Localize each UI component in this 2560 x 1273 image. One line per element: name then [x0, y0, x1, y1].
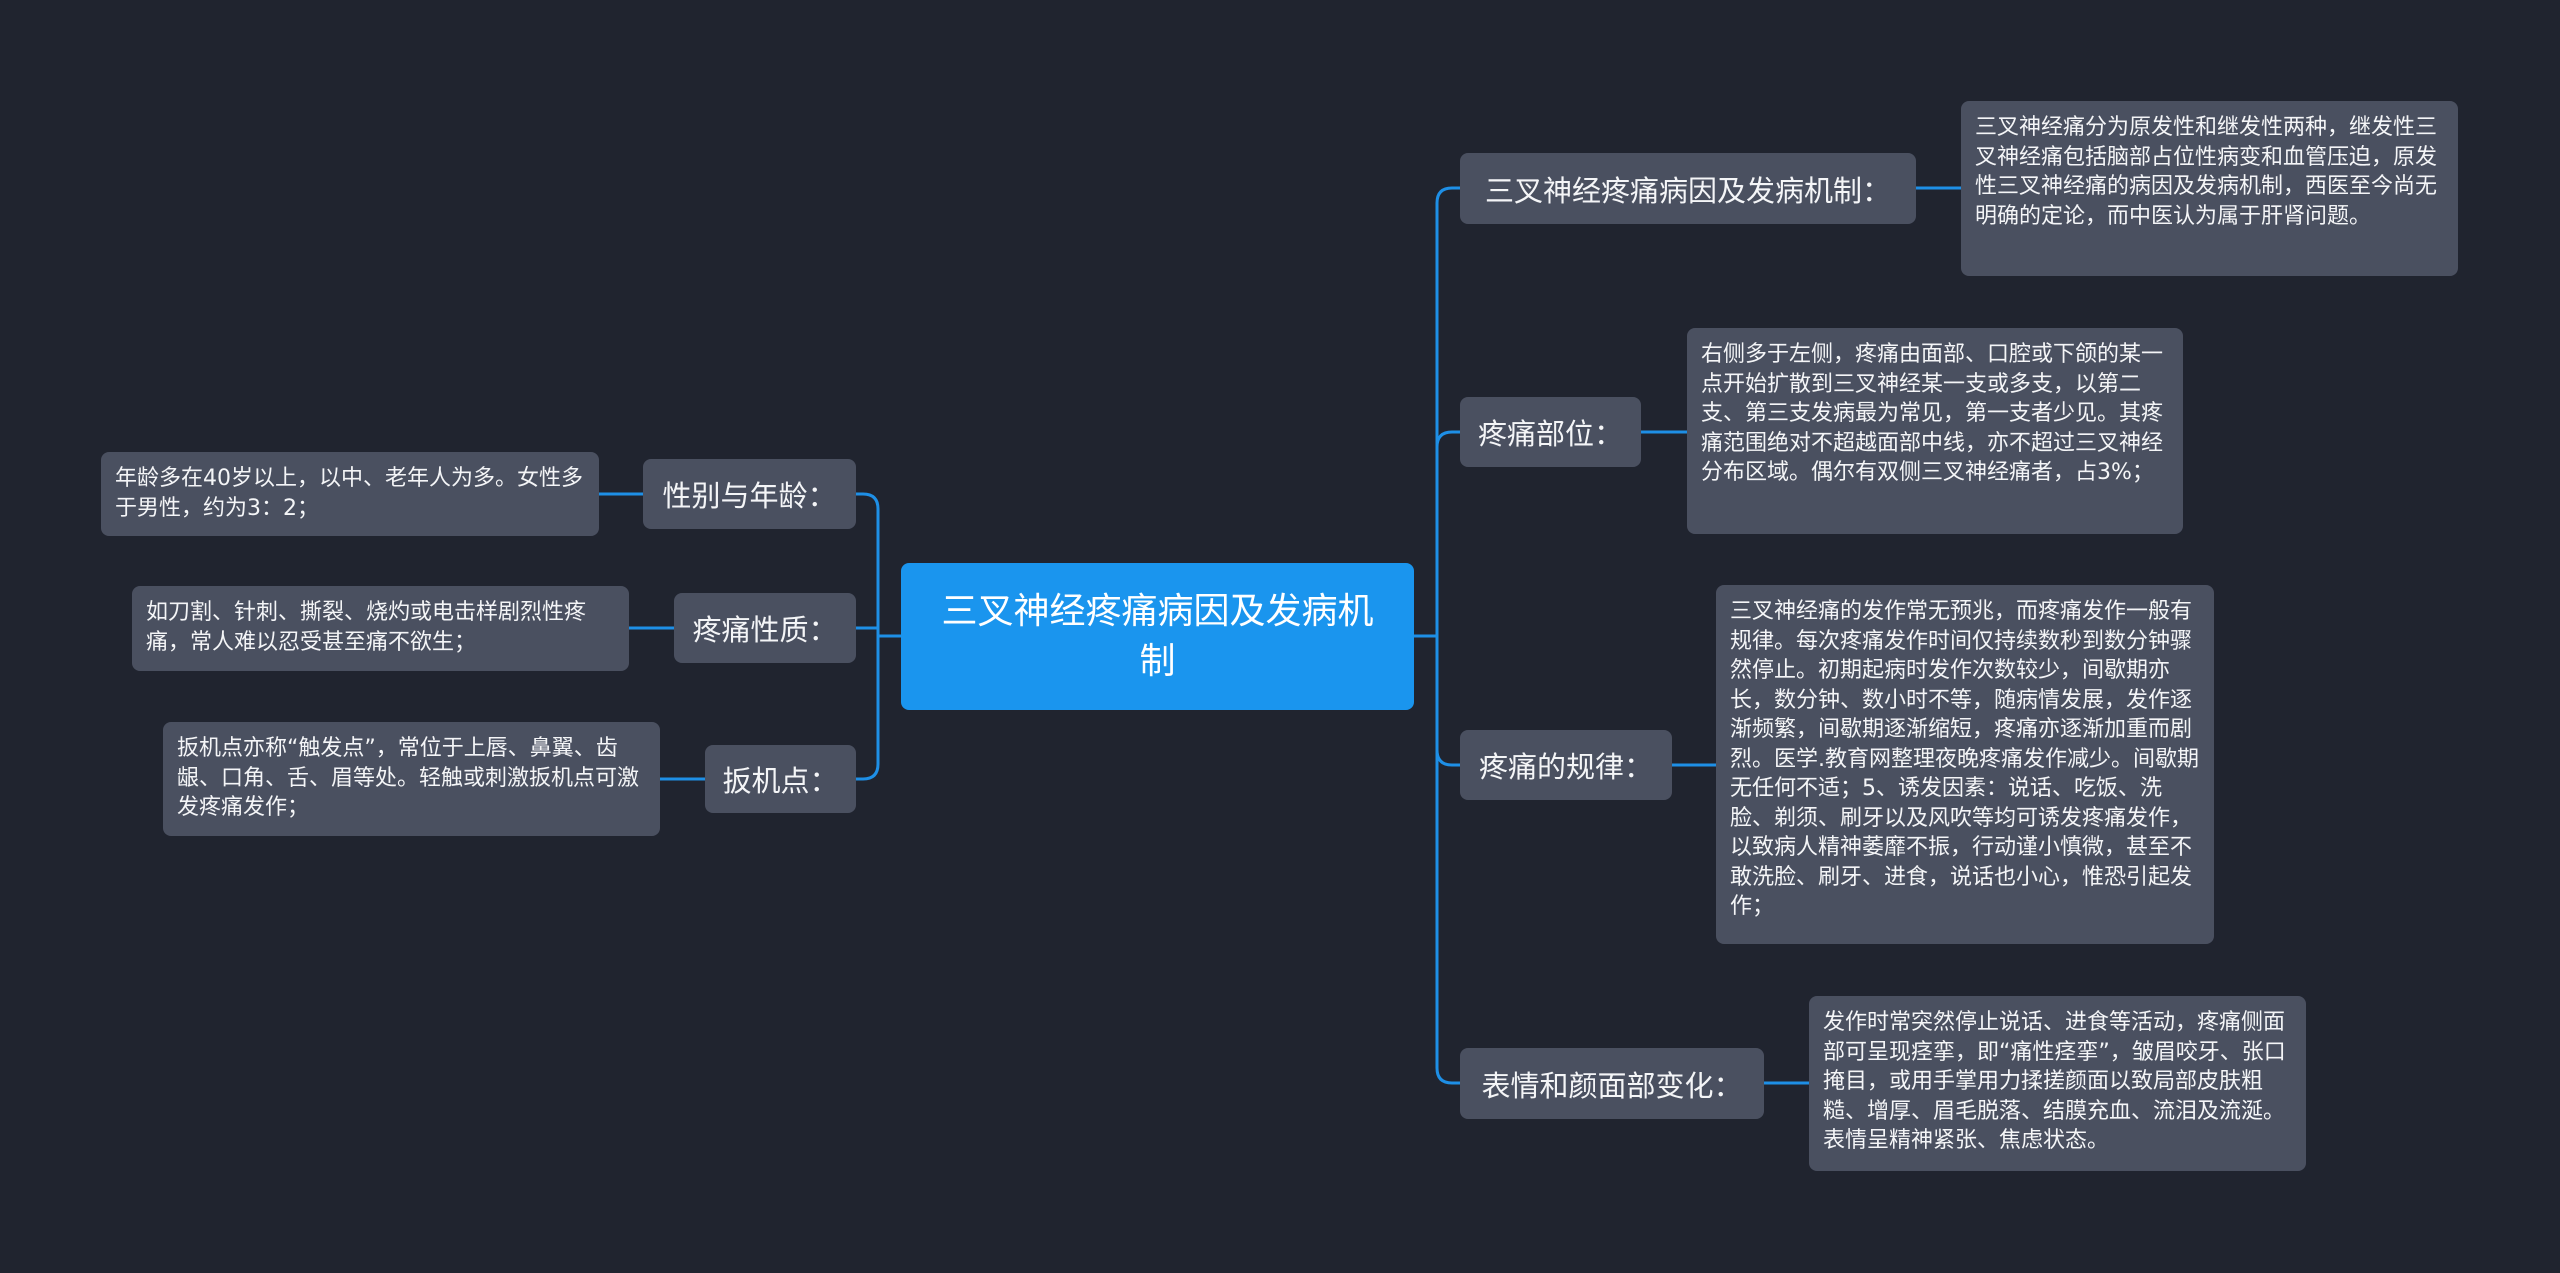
branch-pain-pattern[interactable]: 疼痛的规律：	[1460, 730, 1672, 800]
detail-pain-pattern[interactable]: 三叉神经痛的发作常无预兆，而疼痛发作一般有规律。每次疼痛发作时间仅持续数秒到数分…	[1716, 585, 2214, 944]
branch-label: 表情和颜面部变化：	[1481, 1068, 1743, 1103]
detail-pain-location[interactable]: 右侧多于左侧，疼痛由面部、口腔或下颌的某一点开始扩散到三叉神经某一支或多支，以第…	[1687, 328, 2183, 534]
detail-text: 右侧多于左侧，疼痛由面部、口腔或下颌的某一点开始扩散到三叉神经某一支或多支，以第…	[1701, 342, 2164, 485]
branch-pain-nature[interactable]: 疼痛性质：	[674, 593, 856, 663]
branch-facial-changes[interactable]: 表情和颜面部变化：	[1460, 1048, 1764, 1119]
connector-left-1	[856, 492, 880, 636]
branch-etiology[interactable]: 三叉神经疼痛病因及发病机制：	[1460, 153, 1916, 224]
connector-right-3	[1435, 636, 1460, 767]
branch-gender-age[interactable]: 性别与年龄：	[643, 459, 856, 529]
connector-right-2	[1435, 430, 1460, 636]
branch-label: 疼痛性质：	[692, 613, 838, 647]
detail-etiology[interactable]: 三叉神经痛分为原发性和继发性两种，继发性三叉神经痛包括脑部占位性病变和血管压迫，…	[1961, 101, 2458, 276]
connector-left-3	[856, 636, 880, 781]
detail-gender-age[interactable]: 年龄多在40岁以上，以中、老年人为多。女性多于男性，约为3：2；	[101, 452, 599, 536]
detail-text: 三叉神经痛的发作常无预兆，而疼痛发作一般有规律。每次疼痛发作时间仅持续数秒到数分…	[1730, 599, 2199, 919]
detail-trigger-point[interactable]: 扳机点亦称“触发点”，常位于上唇、鼻翼、齿龈、口角、舌、眉等处。轻触或刺激扳机点…	[163, 722, 660, 836]
branch-label: 三叉神经疼痛病因及发病机制：	[1484, 173, 1891, 208]
branch-label: 性别与年龄：	[662, 479, 837, 513]
detail-text: 年龄多在40岁以上，以中、老年人为多。女性多于男性，约为3：2；	[115, 466, 583, 521]
connector-right-4	[1435, 636, 1460, 1085]
detail-text: 扳机点亦称“触发点”，常位于上唇、鼻翼、齿龈、口角、舌、眉等处。轻触或刺激扳机点…	[177, 736, 640, 820]
branch-label: 疼痛的规律：	[1478, 750, 1653, 784]
root-node[interactable]: 三叉神经疼痛病因及发病机制	[901, 563, 1414, 710]
branch-label: 扳机点：	[722, 764, 839, 798]
connector-right-1	[1435, 186, 1460, 636]
detail-facial-changes[interactable]: 发作时常突然停止说话、进食等活动，疼痛侧面部可呈现痉挛，即“痛性痉挛”，皱眉咬牙…	[1809, 996, 2306, 1171]
detail-text: 发作时常突然停止说话、进食等活动，疼痛侧面部可呈现痉挛，即“痛性痉挛”，皱眉咬牙…	[1823, 1010, 2286, 1153]
branch-pain-location[interactable]: 疼痛部位：	[1460, 397, 1641, 467]
root-label: 三叉神经疼痛病因及发病机制	[941, 590, 1374, 682]
branch-trigger-point[interactable]: 扳机点：	[705, 745, 856, 813]
branch-label: 疼痛部位：	[1477, 417, 1623, 451]
detail-text: 如刀割、针刺、撕裂、烧灼或电击样剧烈性疼痛，常人难以忍受甚至痛不欲生；	[146, 600, 587, 655]
detail-pain-nature[interactable]: 如刀割、针刺、撕裂、烧灼或电击样剧烈性疼痛，常人难以忍受甚至痛不欲生；	[132, 586, 629, 671]
detail-text: 三叉神经痛分为原发性和继发性两种，继发性三叉神经痛包括脑部占位性病变和血管压迫，…	[1975, 115, 2438, 229]
